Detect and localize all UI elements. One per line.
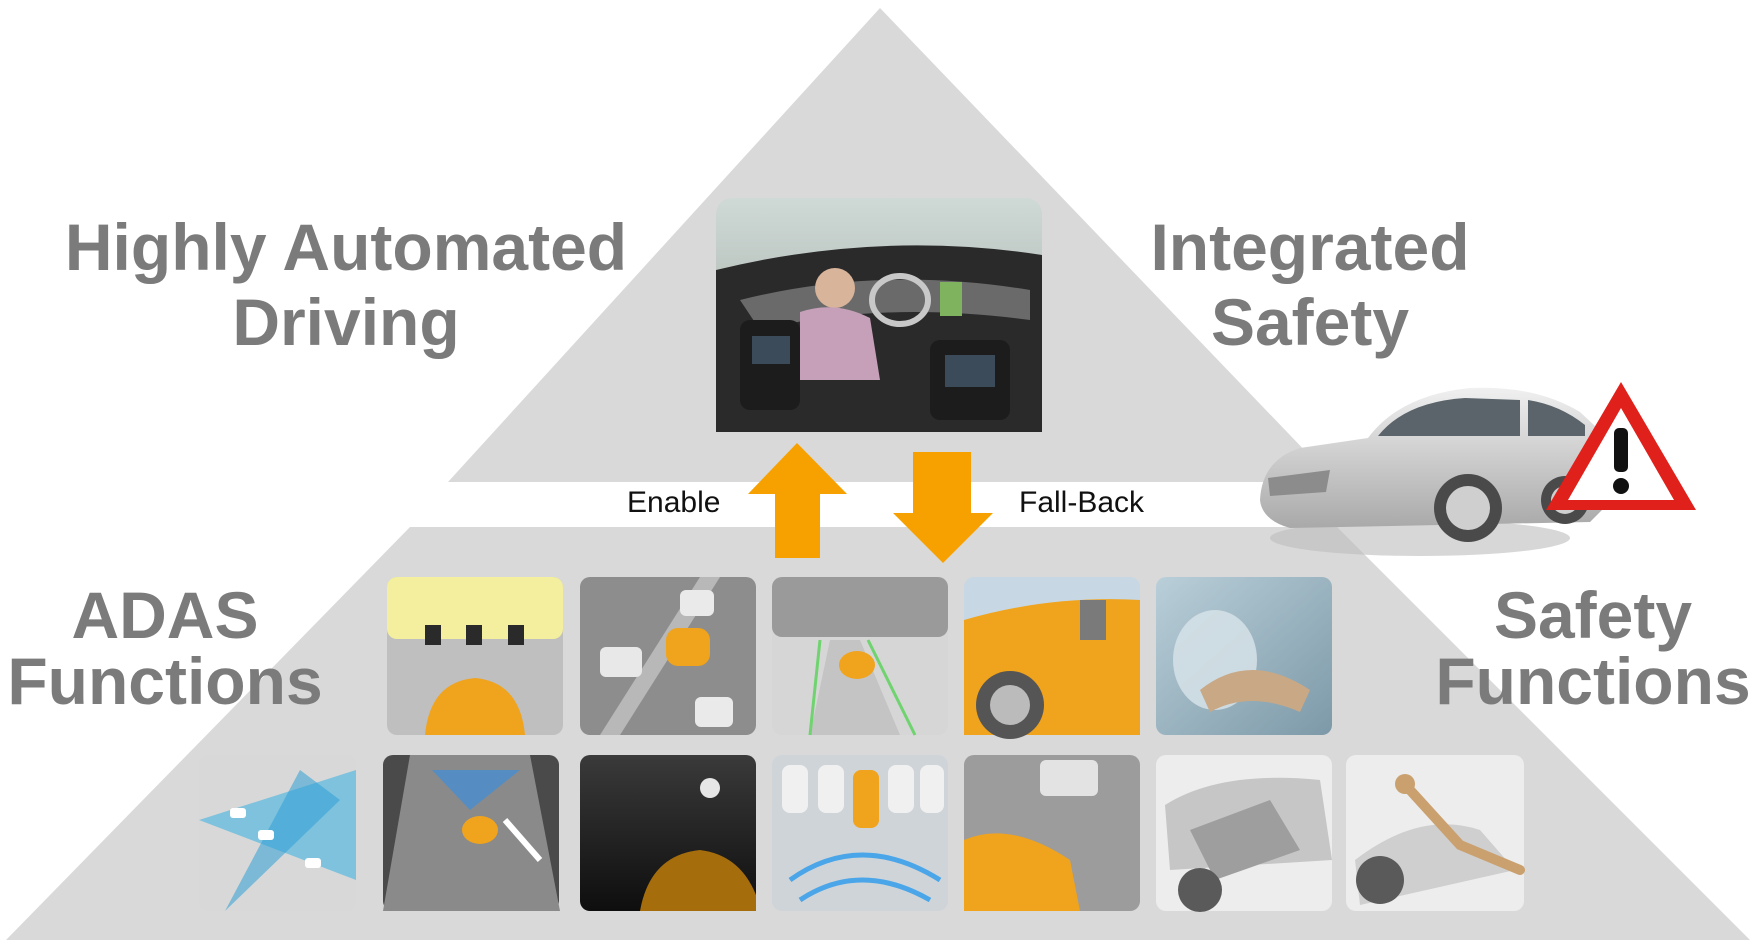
integrated-safety-line1: Integrated [1150, 210, 1470, 284]
thumb-lane-keeping [772, 577, 948, 736]
highly-automated-driving-line1: Highly Automated [64, 210, 628, 284]
thumb-sensor-car [964, 577, 1140, 739]
silver-sedan-image [1260, 387, 1617, 556]
thumb-pedestrian-protection [1346, 755, 1525, 911]
safety-functions-line1: Safety [1493, 578, 1693, 652]
thumb-crash-sensor-module [1156, 755, 1332, 912]
warning-triangle-icon [1546, 382, 1696, 510]
thumb-intersection-assist [964, 755, 1140, 911]
hero-cockpit-image [716, 198, 1042, 432]
fallback-arrow [893, 452, 993, 563]
thumb-night-vision [580, 755, 756, 911]
adas-functions-line1: ADAS [71, 578, 259, 652]
thumb-airbag-interior [1156, 577, 1332, 735]
enable-label: Enable [627, 486, 721, 519]
adas-functions-line2: Functions [7, 644, 323, 718]
fallback-label: Fall-Back [1019, 486, 1145, 519]
highly-automated-driving-line2: Driving [232, 284, 460, 359]
safety-functions-line2: Functions [1435, 644, 1751, 718]
thumb-adaptive-cruise [383, 755, 560, 911]
enable-arrow [748, 443, 847, 558]
thumb-surround-sensors [199, 755, 356, 911]
integrated-safety-label: Integrated Safety [1140, 210, 1480, 359]
thumb-parking-assist [772, 755, 948, 911]
adas-functions-label: ADAS Functions [0, 582, 330, 714]
highly-automated-driving-label: Highly Automated Driving [58, 210, 634, 359]
thumb-highway-traffic [580, 577, 756, 735]
safety-functions-label: Safety Functions [1430, 582, 1756, 714]
thumb-traffic-sign-recognition [387, 577, 563, 735]
integrated-safety-line2: Safety [1210, 284, 1410, 359]
